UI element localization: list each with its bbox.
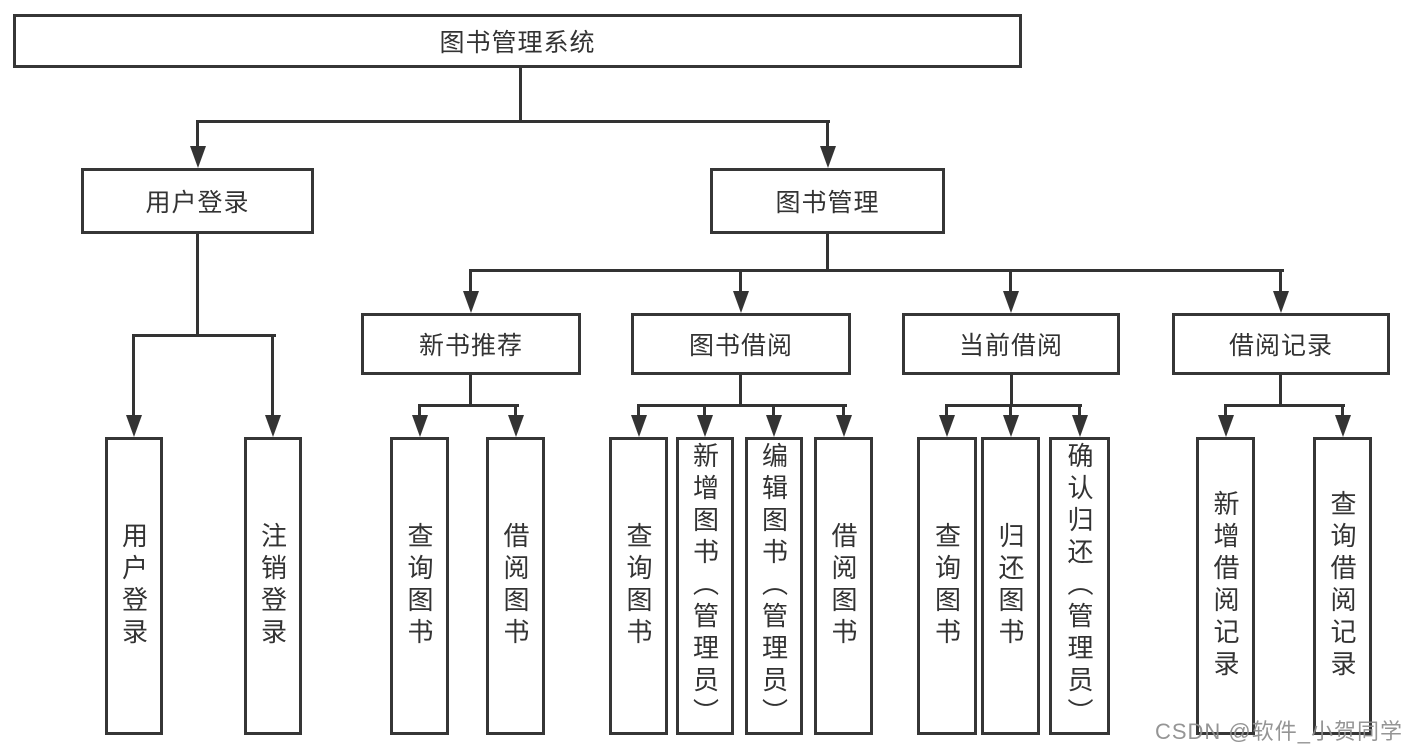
connector-trunk — [1279, 375, 1282, 405]
connector-trunk — [739, 375, 742, 405]
node-library-management-system: 图书管理系统 — [13, 14, 1022, 68]
connector-drop — [418, 404, 421, 415]
arrowhead-down-icon — [508, 415, 524, 437]
arrowhead-down-icon — [1003, 291, 1019, 313]
connector-trunk — [196, 234, 199, 337]
leaf-return-book: 归还图书 — [981, 437, 1040, 735]
connector-drop — [637, 404, 640, 415]
arrowhead-down-icon — [820, 146, 836, 168]
leaf-user-login: 用户登录 — [105, 437, 163, 735]
arrowhead-down-icon — [697, 415, 713, 437]
arrowhead-down-icon — [265, 415, 281, 437]
arrowhead-down-icon — [126, 415, 142, 437]
connector-drop — [842, 404, 845, 415]
node-current-borrowing: 当前借阅 — [902, 313, 1120, 375]
leaf-query-books-3: 查询图书 — [917, 437, 977, 735]
connector-drop — [1078, 404, 1081, 415]
leaf-query-borrow-record: 查询借阅记录 — [1313, 437, 1372, 735]
arrowhead-down-icon — [463, 291, 479, 313]
arrowhead-down-icon — [1273, 291, 1289, 313]
node-book-management: 图书管理 — [710, 168, 945, 234]
connector-trunk — [519, 68, 522, 122]
arrowhead-down-icon — [1218, 415, 1234, 437]
connector-drop — [514, 404, 517, 415]
arrowhead-down-icon — [631, 415, 647, 437]
connector-drop — [703, 404, 706, 415]
arrowhead-down-icon — [1003, 415, 1019, 437]
connector-bus — [637, 404, 847, 407]
arrowhead-down-icon — [412, 415, 428, 437]
connector-drop — [826, 120, 829, 146]
node-user-login: 用户登录 — [81, 168, 314, 234]
connector-bus — [132, 334, 276, 337]
node-new-book-recommendation: 新书推荐 — [361, 313, 581, 375]
connector-trunk — [1010, 375, 1013, 405]
connector-drop — [132, 334, 135, 415]
connector-drop — [1341, 404, 1344, 415]
connector-drop — [1224, 404, 1227, 415]
leaf-query-books: 查询图书 — [390, 437, 449, 735]
connector-bus — [196, 120, 830, 123]
connector-drop — [739, 269, 742, 291]
connector-drop — [1279, 269, 1282, 291]
arrowhead-down-icon — [836, 415, 852, 437]
leaf-add-book-admin: 新增图书（管理员） — [676, 437, 734, 735]
leaf-add-borrow-record: 新增借阅记录 — [1196, 437, 1255, 735]
arrowhead-down-icon — [190, 146, 206, 168]
leaf-confirm-return-admin: 确认归还（管理员） — [1049, 437, 1110, 735]
connector-bus — [470, 269, 1284, 272]
leaf-borrow-books: 借阅图书 — [486, 437, 545, 735]
connector-trunk — [469, 375, 472, 405]
connector-drop — [945, 404, 948, 415]
watermark-csdn: CSDN @软件_小贺同学 — [1154, 719, 1403, 744]
arrowhead-down-icon — [766, 415, 782, 437]
leaf-borrow-books-2: 借阅图书 — [814, 437, 873, 735]
node-book-borrowing: 图书借阅 — [631, 313, 851, 375]
connector-drop — [1009, 269, 1012, 291]
connector-bus — [1224, 404, 1345, 407]
connector-drop — [772, 404, 775, 415]
connector-drop — [469, 269, 472, 291]
leaf-query-books-2: 查询图书 — [609, 437, 668, 735]
leaf-edit-book-admin: 编辑图书（管理员） — [745, 437, 803, 735]
connector-trunk — [826, 234, 829, 272]
arrowhead-down-icon — [733, 291, 749, 313]
connector-drop — [196, 120, 199, 146]
node-borrowing-records: 借阅记录 — [1172, 313, 1390, 375]
leaf-logout: 注销登录 — [244, 437, 302, 735]
arrowhead-down-icon — [1335, 415, 1351, 437]
connector-drop — [1009, 404, 1012, 415]
arrowhead-down-icon — [939, 415, 955, 437]
connector-drop — [271, 334, 274, 415]
connector-bus — [945, 404, 1082, 407]
connector-bus — [418, 404, 519, 407]
arrowhead-down-icon — [1072, 415, 1088, 437]
